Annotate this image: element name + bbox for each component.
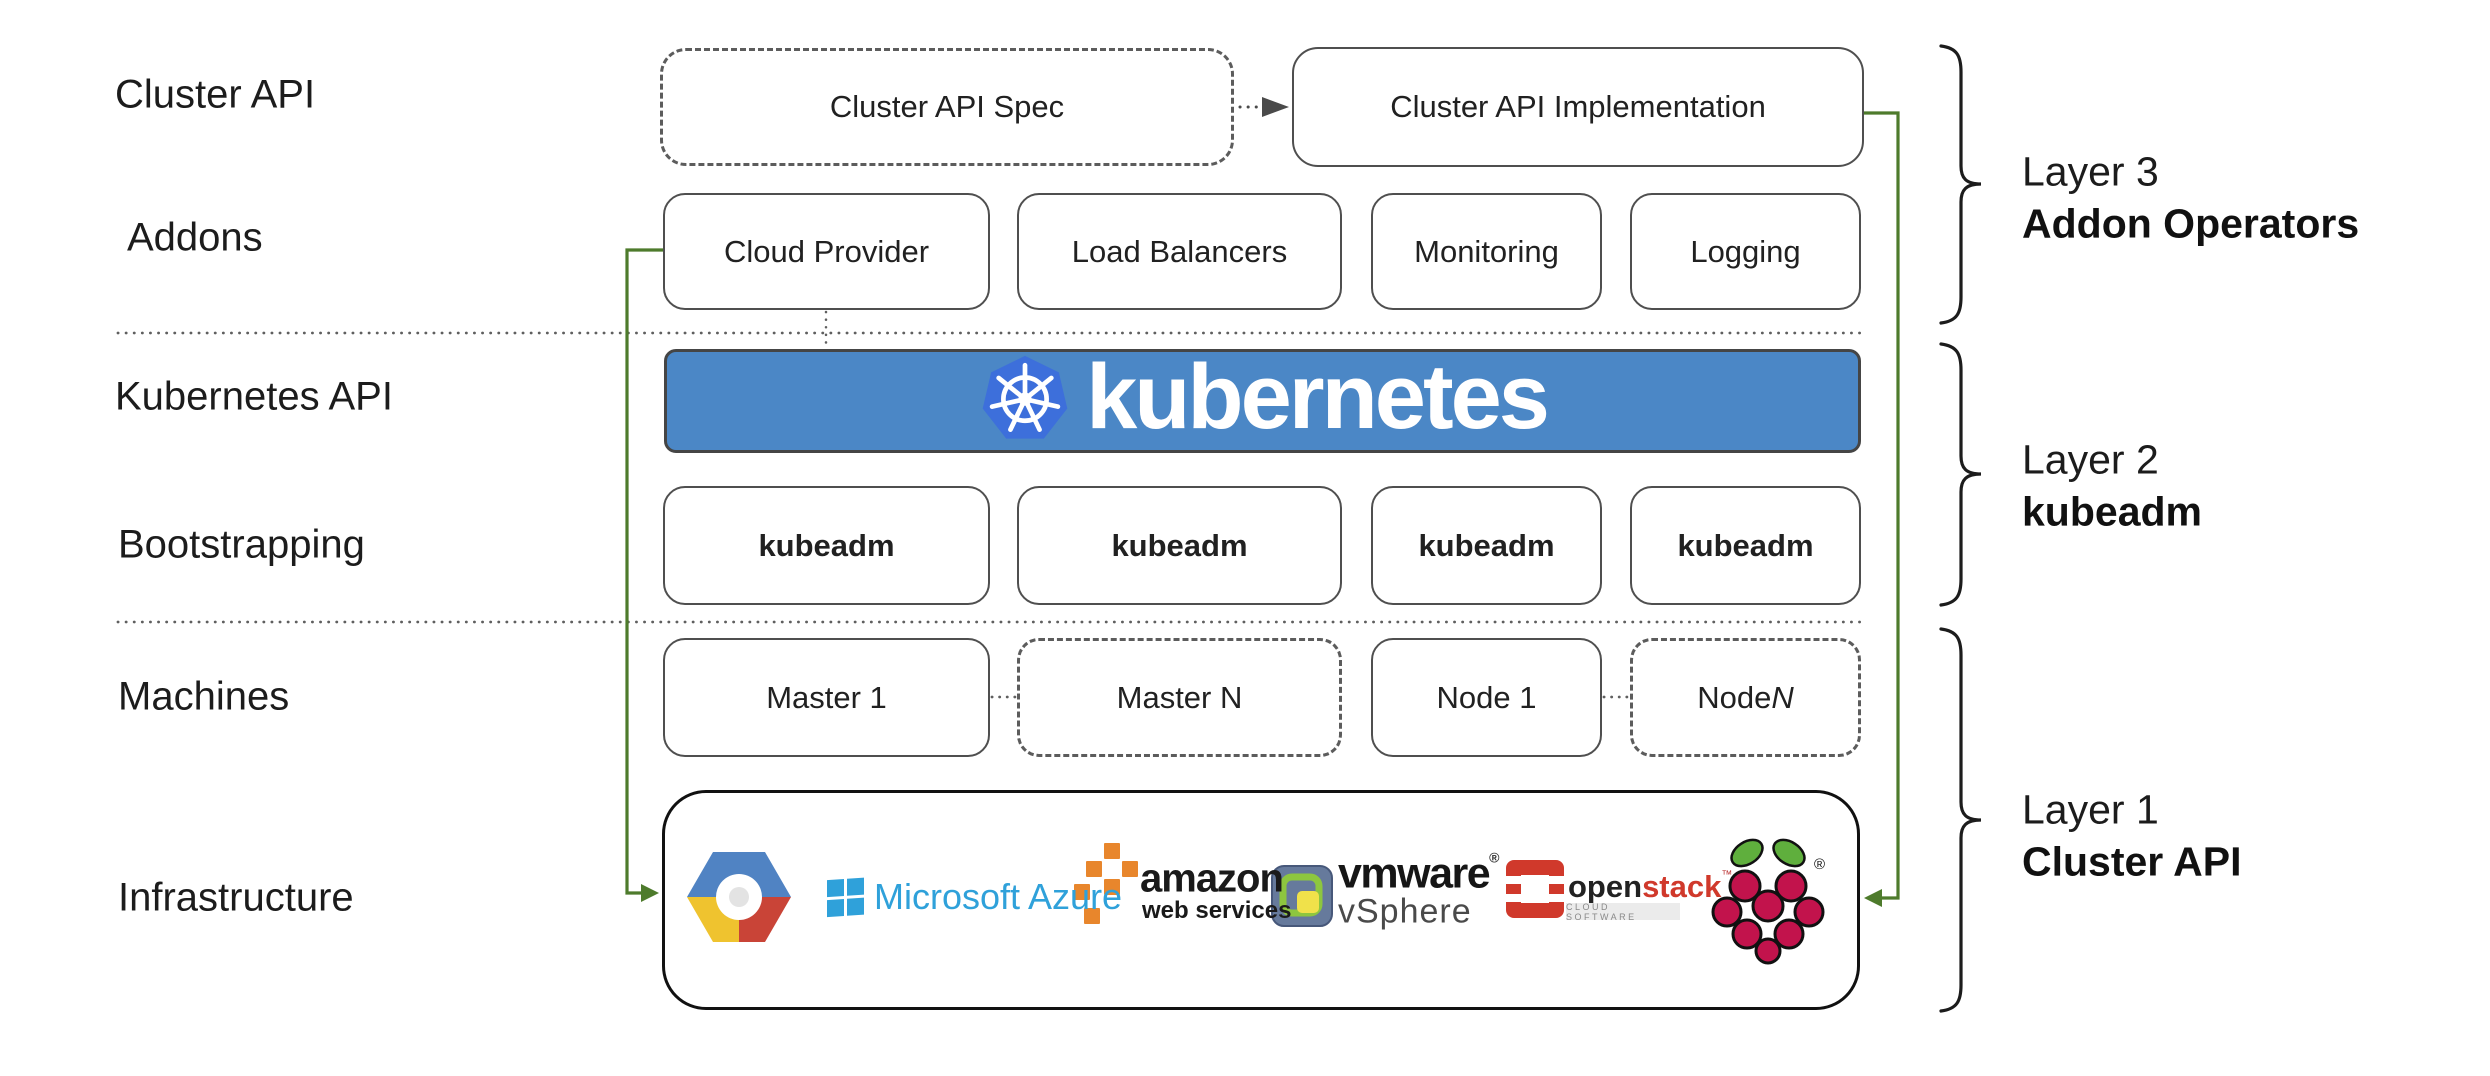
- kubeadm-box-3: kubeadm: [1371, 486, 1602, 605]
- layer1-subtitle-cluster-api: Cluster API: [2022, 838, 2242, 885]
- row-label-kubernetes-api: Kubernetes API: [115, 374, 393, 419]
- master-1-box: Master 1: [663, 638, 990, 757]
- row-label-machines: Machines: [118, 674, 290, 719]
- logging-label: Logging: [1690, 233, 1801, 269]
- kubernetes-banner: kubernetes: [664, 349, 1861, 453]
- implementation-to-infrastructure-connector: [1864, 111, 1900, 900]
- cluster-api-spec-label: Cluster API Spec: [829, 89, 1065, 124]
- kubeadm-box-1: kubeadm: [663, 486, 990, 605]
- row-label-cluster-api: Cluster API: [115, 72, 316, 117]
- cloudprovider-to-infrastructure-connector: [625, 248, 663, 895]
- kubernetes-wordmark: kubernetes: [1086, 346, 1550, 448]
- openstack-logo-text: openstack™: [1568, 869, 1733, 904]
- monitoring-box: Monitoring: [1371, 193, 1602, 310]
- layer2-title: Layer 2: [2022, 436, 2159, 483]
- raspberry-pi-registered-mark: ®: [1814, 856, 1826, 873]
- load-balancers-box: Load Balancers: [1017, 193, 1342, 310]
- monitoring-label: Monitoring: [1414, 233, 1559, 269]
- amazon-webservices-text: web services: [1142, 897, 1292, 924]
- layer2-subtitle-kubeadm: kubeadm: [2022, 488, 2202, 535]
- kubeadm-label: kubeadm: [1418, 527, 1555, 563]
- node-n-italic-n: N: [1771, 679, 1794, 715]
- kubeadm-box-2: kubeadm: [1017, 486, 1342, 605]
- cloud-provider-box: Cloud Provider: [663, 193, 990, 310]
- cloud-provider-label: Cloud Provider: [723, 233, 930, 269]
- node-1-label: Node 1: [1436, 679, 1537, 715]
- load-balancers-label: Load Balancers: [1071, 233, 1288, 269]
- node-n-label: Node: [1697, 679, 1772, 715]
- node-n-box: Node N: [1630, 638, 1861, 757]
- cluster-api-spec-box: Cluster API Spec: [660, 48, 1234, 166]
- layer2-brace: [1939, 342, 1982, 607]
- kubeadm-label: kubeadm: [758, 527, 895, 563]
- cluster-api-implementation-box: Cluster API Implementation: [1292, 47, 1864, 167]
- node-1-box: Node 1: [1371, 638, 1602, 757]
- cluster-api-implementation-label: Cluster API Implementation: [1390, 89, 1766, 124]
- kubeadm-label: kubeadm: [1111, 527, 1248, 563]
- layer3-title: Layer 3: [2022, 148, 2159, 195]
- kubeadm-label: kubeadm: [1677, 527, 1814, 563]
- layer3-subtitle-addon-operators: Addon Operators: [2022, 200, 2360, 247]
- layer3-brace: [1939, 44, 1982, 325]
- openstack-trademark: ™: [1721, 869, 1733, 881]
- layer1-brace: [1939, 627, 1982, 1013]
- vmware-logo-text: vmware®: [1338, 849, 1499, 898]
- vsphere-logo-text: vSphere: [1338, 892, 1472, 931]
- row-label-addons: Addons: [127, 215, 263, 260]
- kubernetes-logo-icon: [982, 355, 1068, 439]
- logging-box: Logging: [1630, 193, 1861, 310]
- master-1-label: Master 1: [766, 679, 887, 715]
- layer1-title: Layer 1: [2022, 786, 2159, 833]
- left-green-arrowhead: [641, 884, 659, 902]
- row-label-bootstrapping: Bootstrapping: [118, 522, 365, 567]
- row-label-infrastructure: Infrastructure: [118, 875, 354, 920]
- amazon-logo-text: amazon: [1140, 856, 1284, 901]
- spec-to-implementation-arrowhead: [1262, 97, 1289, 117]
- right-green-arrowhead: [1864, 889, 1882, 907]
- kubeadm-box-4: kubeadm: [1630, 486, 1861, 605]
- vmware-registered-mark: ®: [1489, 849, 1499, 866]
- master-n-label: Master N: [1116, 679, 1243, 715]
- openstack-cloud-software-text: CLOUD SOFTWARE: [1566, 902, 1680, 922]
- microsoft-azure-logo-text: Microsoft Azure: [874, 876, 1123, 917]
- master-n-box: Master N: [1017, 638, 1342, 757]
